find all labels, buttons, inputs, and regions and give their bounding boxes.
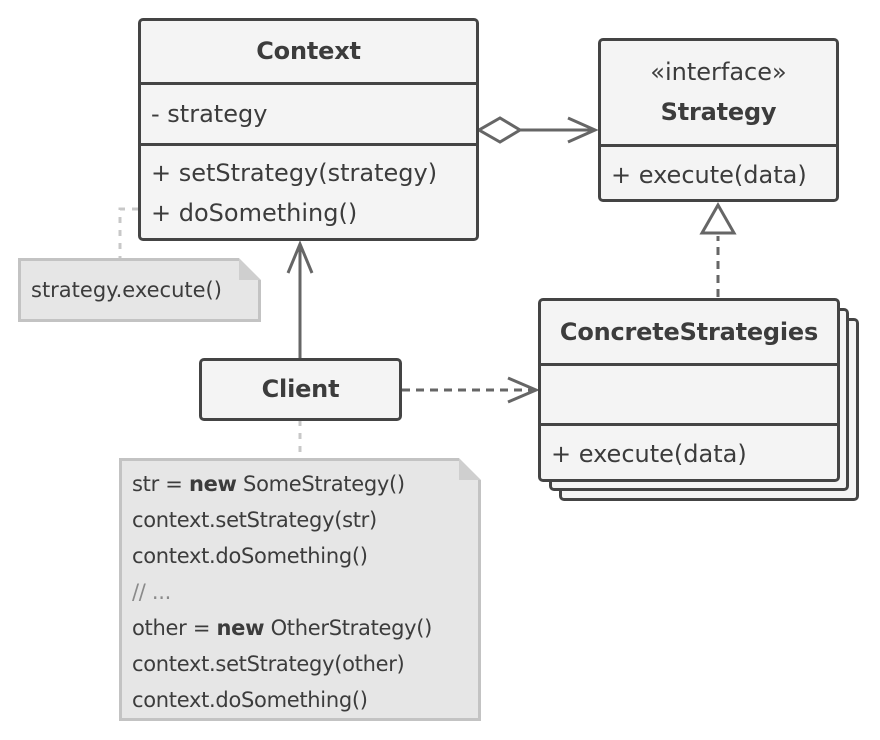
code-line: context.doSomething() — [132, 688, 368, 712]
concrete-fields — [541, 363, 837, 423]
context-class-title: Context — [256, 37, 361, 65]
concrete-methods: + execute(data) — [541, 423, 837, 479]
aggregation-diamond — [475, 116, 523, 144]
strategy-method-execute: + execute(data) — [611, 161, 807, 189]
context-method-setstrategy: + setStrategy(strategy) — [151, 159, 438, 187]
context-note-text: strategy.execute() — [31, 278, 222, 302]
strategy-methods: + execute(data) — [601, 144, 836, 199]
code-comment: // ... — [132, 580, 172, 604]
code-line: context.doSomething() — [132, 544, 368, 568]
concrete-method-execute: + execute(data) — [551, 440, 747, 468]
aggregation-arrowhead — [567, 116, 599, 144]
context-class[interactable]: Context - strategy + setStrategy(strateg… — [138, 18, 479, 241]
strategy-header: «interface» Strategy — [601, 41, 836, 144]
code-line: str = new SomeStrategy() — [132, 472, 405, 496]
context-field-strategy: - strategy — [151, 100, 268, 128]
code-line: context.setStrategy(str) — [132, 508, 377, 532]
context-note-connector — [118, 207, 138, 258]
client-note: str = new SomeStrategy() context.setStra… — [119, 458, 481, 721]
context-fields: - strategy — [141, 82, 476, 143]
code-line: other = new OtherStrategy() — [132, 616, 433, 640]
client-concrete-arrowhead — [507, 376, 540, 404]
strategy-title: Strategy — [660, 98, 777, 126]
note-fold-corner — [459, 458, 481, 480]
context-methods: + setStrategy(strategy) + doSomething() — [141, 143, 476, 238]
client-context-arrowhead — [286, 240, 314, 274]
realization-triangle — [699, 201, 737, 235]
concrete-strategies-class[interactable]: ConcreteStrategies + execute(data) — [538, 298, 840, 482]
client-class[interactable]: Client — [199, 358, 402, 421]
concrete-title: ConcreteStrategies — [559, 318, 819, 346]
strategy-stereotype: «interface» — [650, 58, 787, 86]
strategy-interface[interactable]: «interface» Strategy + execute(data) — [598, 38, 839, 202]
client-title: Client — [261, 375, 340, 403]
context-method-dosomething: + doSomething() — [151, 199, 358, 227]
code-line: context.setStrategy(other) — [132, 652, 405, 676]
context-note: strategy.execute() — [18, 258, 261, 322]
note-fold-corner — [239, 258, 261, 280]
